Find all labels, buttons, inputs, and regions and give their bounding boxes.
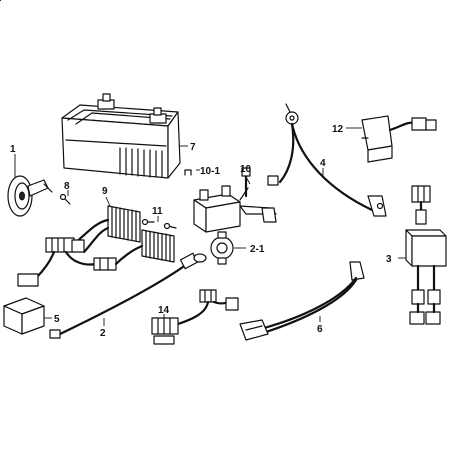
harness-14 bbox=[151, 289, 239, 345]
cable-10-1-label: 10-1 bbox=[200, 166, 220, 177]
fuse-box-5-label: 5 bbox=[54, 314, 60, 325]
cable-10-label: 10 bbox=[240, 164, 252, 175]
cable-10-leader bbox=[245, 176, 251, 185]
horn-label: 1 bbox=[10, 144, 16, 155]
harness-2-label: 2 bbox=[100, 328, 106, 339]
relay-12-label: 12 bbox=[332, 124, 344, 135]
regulator-9-label: 9 bbox=[102, 186, 108, 197]
regulator-9-leader bbox=[105, 196, 111, 207]
connector-icon bbox=[184, 169, 192, 176]
screw-11-label: 11 bbox=[152, 206, 163, 217]
sensor-2-1 bbox=[210, 231, 234, 265]
ground-cable-6-label: 6 bbox=[317, 324, 323, 335]
regulator-11 bbox=[114, 229, 175, 266]
regulator-9 bbox=[17, 205, 141, 287]
regulator-fins bbox=[111, 206, 137, 242]
battery-label: 7 bbox=[190, 142, 196, 153]
fuse-box-5 bbox=[3, 297, 45, 335]
harness-2 bbox=[49, 252, 207, 339]
horn-bolt bbox=[59, 193, 71, 205]
relay-12 bbox=[361, 115, 437, 163]
relay-assembly-3 bbox=[405, 185, 447, 325]
battery bbox=[61, 93, 181, 179]
horn-bolt-label: 8 bbox=[64, 181, 70, 192]
battery-ribs bbox=[119, 147, 163, 178]
battery-cable-4 bbox=[267, 103, 387, 217]
starter-relay-10 bbox=[0, 0, 277, 233]
sensor-2-1-label: 2-1 bbox=[250, 244, 265, 255]
relay-assembly-3-label: 3 bbox=[386, 254, 392, 265]
battery-cable-4-label: 4 bbox=[320, 158, 326, 169]
ground-cable-6 bbox=[239, 261, 365, 341]
harness-14-label: 14 bbox=[158, 305, 170, 316]
regulator-11-fins bbox=[145, 230, 171, 262]
horn bbox=[7, 175, 53, 217]
screw-11 bbox=[141, 218, 177, 230]
